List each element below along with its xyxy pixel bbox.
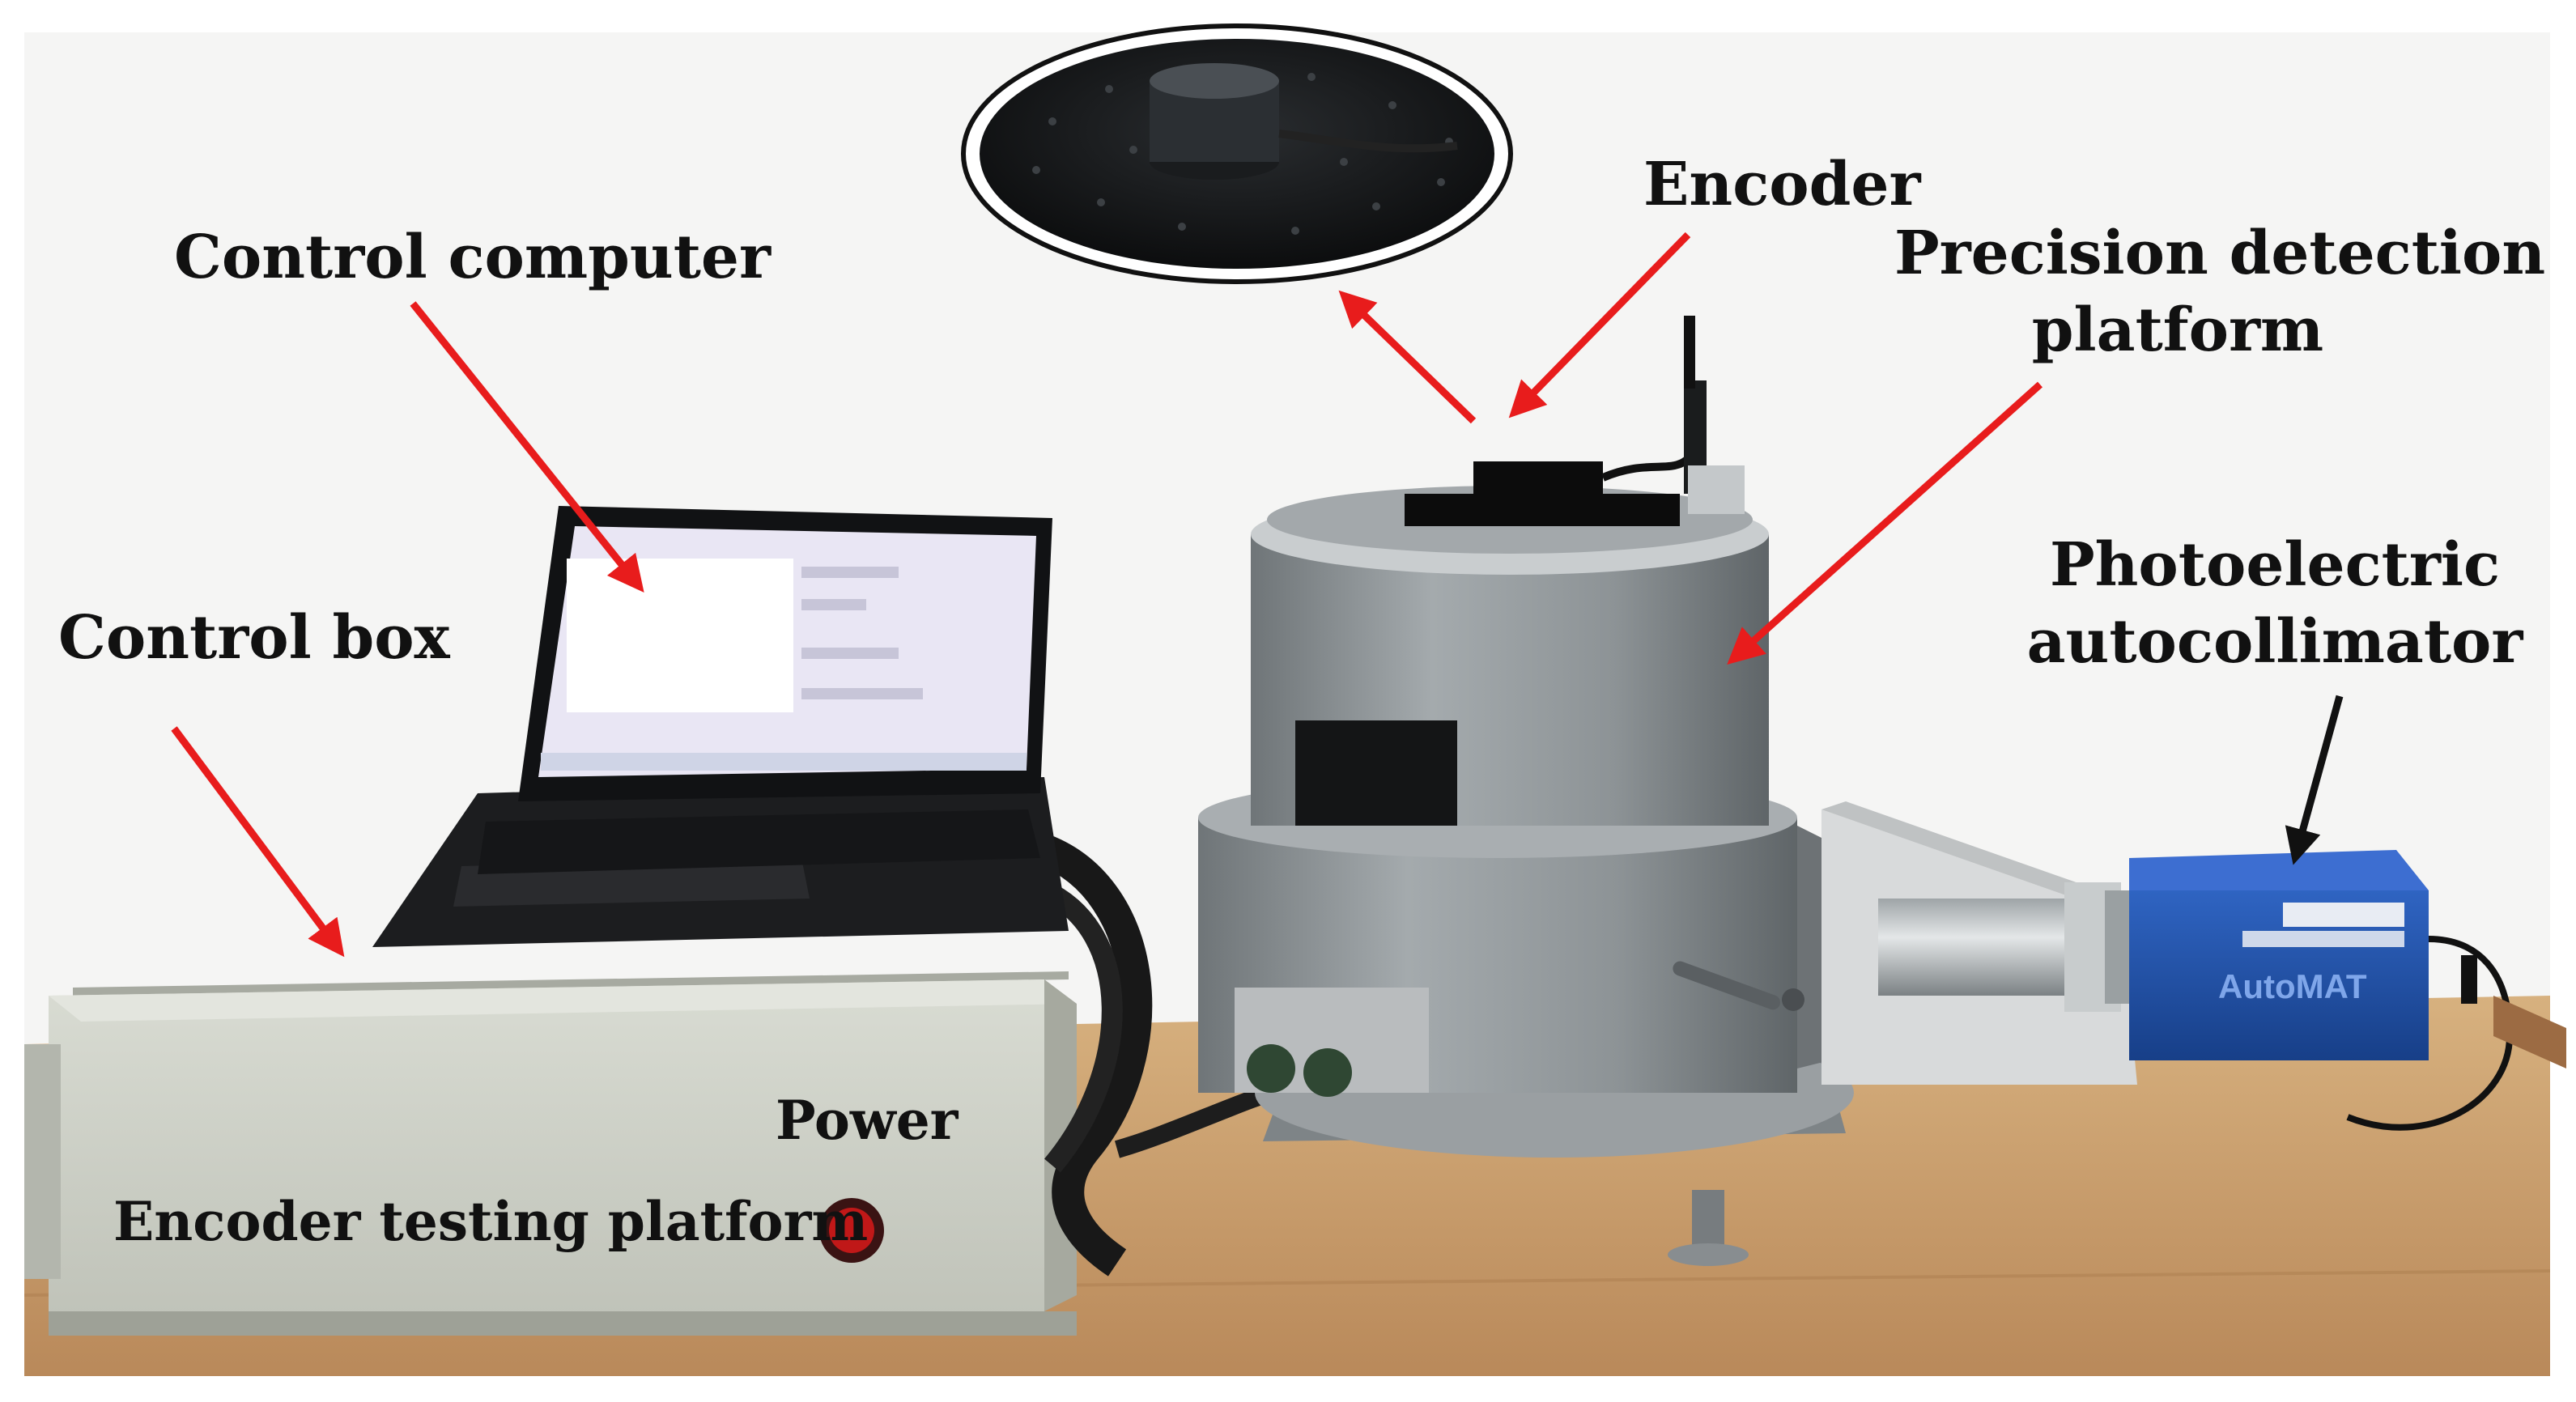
automat-brand-text: AutoMAT [2218, 967, 2367, 1005]
control-box [24, 971, 1077, 1336]
label-encoder-testing-platform: Encoder testing platform [113, 1190, 869, 1253]
label-precision-line1: Precision detection [1894, 219, 2546, 288]
label-control-computer: Control computer [174, 223, 771, 292]
arrow-encoder [1508, 232, 1691, 418]
arrow-encoder-inset [1338, 290, 1477, 424]
annotation-arrows [171, 232, 2344, 958]
arrow-control-computer [410, 301, 644, 593]
label-photoelectric-line1: Photoelectric [2049, 530, 2500, 600]
precision-platform [1198, 316, 1862, 1266]
arrow-precision-platform [1727, 381, 2043, 665]
label-control-box: Control box [58, 603, 450, 673]
laptop [372, 506, 1069, 947]
encoder-inset-photo [961, 23, 1513, 284]
label-precision-line2: platform [2031, 295, 2324, 365]
label-encoder: Encoder [1643, 150, 1921, 219]
label-photoelectric-line2: autocollimator [2026, 607, 2523, 677]
arrow-autocollimator [2285, 695, 2344, 865]
arrow-control-box [171, 726, 345, 958]
label-power: Power [776, 1089, 959, 1152]
photoelectric-autocollimator [2129, 850, 2566, 1131]
collimator-arm [1821, 801, 2153, 1085]
